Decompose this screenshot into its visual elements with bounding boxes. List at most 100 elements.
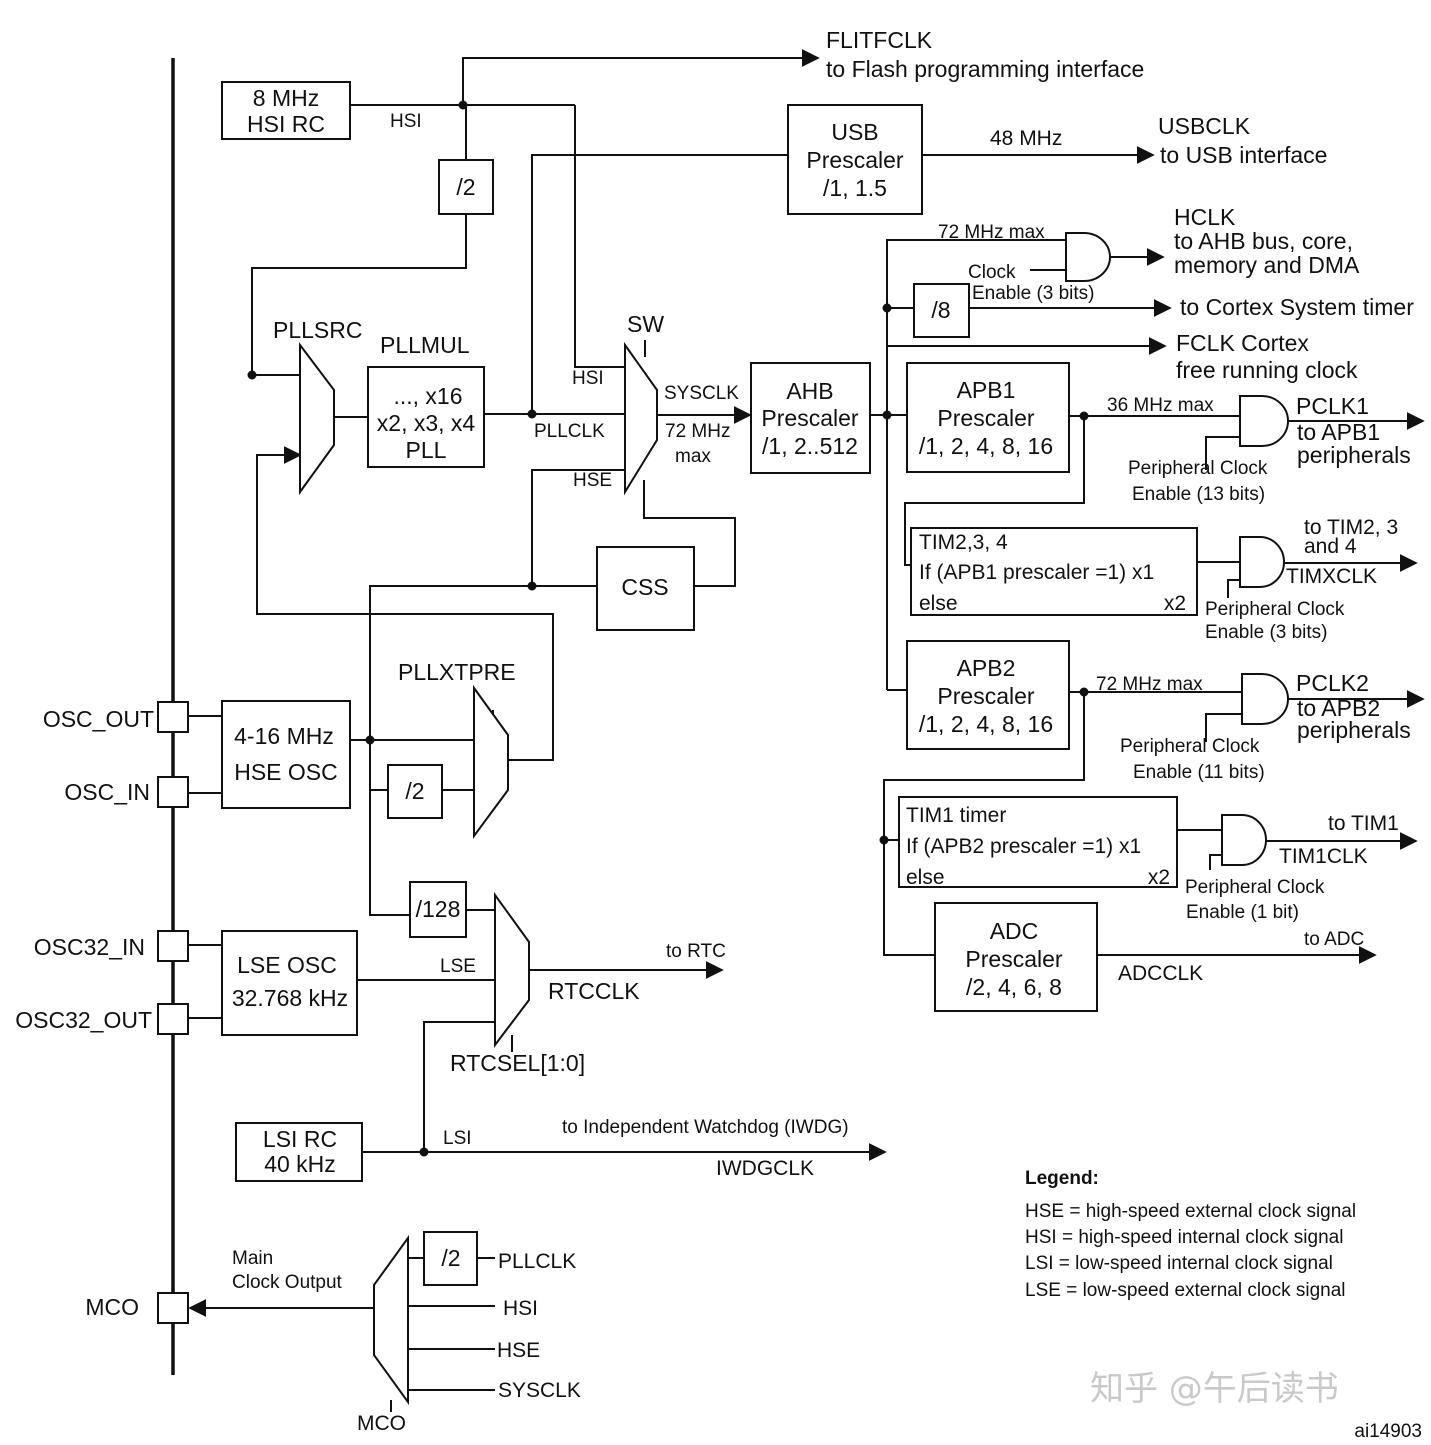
pclk1-label: PCLK1: [1296, 393, 1369, 419]
rtcclk-label: RTCCLK: [548, 978, 640, 1004]
hclk-desc1: to AHB bus, core,: [1174, 228, 1353, 254]
tim1-enable-label2: Enable (1 bit): [1186, 902, 1299, 923]
div128-label: /128: [416, 896, 461, 922]
flitfclk-label: FLITFCLK: [826, 27, 933, 53]
sw-mux: [624, 341, 658, 496]
rtcsel-label: RTCSEL[1:0]: [450, 1050, 585, 1076]
pll-line1: ..., x16: [393, 383, 462, 409]
lsi-rc-block: LSI RC 40 kHz: [235, 1122, 363, 1182]
apb1-prescaler-line1: APB1: [957, 377, 1016, 403]
tim234-line4: x2: [1164, 592, 1186, 615]
sw-hse-label: HSE: [573, 470, 612, 491]
tim1-line3: else: [906, 866, 945, 889]
mco-div2-label: /2: [441, 1245, 460, 1271]
apb1-max-label: 36 MHz max: [1107, 395, 1214, 416]
apb1-prescaler-block: APB1 Prescaler /1, 2, 4, 8, 16: [906, 362, 1070, 473]
css-block: CSS: [596, 546, 695, 631]
div128-block: /128: [409, 881, 467, 938]
hse-div2-label: /2: [405, 778, 424, 804]
apb2-prescaler-line3: /1, 2, 4, 8, 16: [919, 711, 1053, 737]
tim1-line4: x2: [1148, 866, 1170, 889]
apb1-prescaler-line3: /1, 2, 4, 8, 16: [919, 433, 1053, 459]
hse-osc-line1: 4-16 MHz: [234, 723, 334, 749]
sysclk-label: SYSCLK: [664, 383, 739, 404]
usb-prescaler-line1: USB: [831, 119, 878, 145]
pclk2-enable-label2: Enable (11 bits): [1133, 762, 1265, 783]
hsi-rc-block: 8 MHz HSI RC: [221, 81, 351, 140]
hse-osc-line2: HSE OSC: [234, 759, 338, 785]
pll-line3: PLL: [406, 437, 447, 463]
legend-item-lsi: LSI = low-speed internal clock signal: [1025, 1253, 1333, 1274]
sysclk-max-label1: 72 MHz: [665, 421, 730, 442]
wires: [171, 49, 1425, 1412]
usbclk-label: USBCLK: [1158, 113, 1251, 139]
timx-label2: and 4: [1304, 535, 1357, 558]
fclk-desc: free running clock: [1176, 357, 1358, 383]
osc-in-label: OSC_IN: [64, 779, 150, 805]
iwdgclk-label: IWDGCLK: [716, 1157, 814, 1180]
adc-prescaler-line3: /2, 4, 6, 8: [966, 974, 1062, 1000]
pllsrc-label: PLLSRC: [273, 317, 362, 343]
clock-enable-label1: Clock: [968, 262, 1016, 283]
tim1-and-gate: [1221, 814, 1267, 866]
to-adc-label: to ADC: [1304, 929, 1364, 950]
mco-pin: [157, 1292, 189, 1324]
hclk-desc2: memory and DMA: [1174, 252, 1360, 278]
hse-osc-block: 4-16 MHz HSE OSC: [221, 700, 351, 809]
pclk1-enable-label1: Peripheral Clock: [1128, 458, 1268, 479]
div8-label: /8: [931, 297, 950, 323]
apb2-prescaler-line2: Prescaler: [937, 683, 1034, 709]
hsi-div2-block: /2: [438, 159, 494, 215]
timx-and-gate: [1239, 536, 1285, 588]
tim1-block: TIM1 timer If (APB2 prescaler =1) x1 els…: [898, 796, 1178, 889]
pclk2-label: PCLK2: [1296, 670, 1369, 696]
flitfclk-desc: to Flash programming interface: [826, 56, 1144, 82]
osc-out-pin: [157, 701, 189, 733]
legend-item-hsi: HSI = high-speed internal clock signal: [1025, 1227, 1343, 1248]
tim234-line2: If (APB1 prescaler =1) x1: [919, 561, 1154, 584]
timx-label1: to TIM2, 3: [1304, 516, 1398, 539]
pllsrc-mux: [299, 342, 335, 496]
tim1-dest-label: to TIM1: [1328, 812, 1399, 835]
timx-enable-label1: Peripheral Clock: [1205, 599, 1345, 620]
timx-enable-label2: Enable (3 bits): [1205, 622, 1328, 643]
timxclk-label: TIMXCLK: [1286, 565, 1377, 588]
tim1-enable-label1: Peripheral Clock: [1185, 877, 1325, 898]
tim1-line1: TIM1 timer: [906, 804, 1006, 827]
hsi-rc-line2: HSI RC: [247, 111, 325, 137]
ahb-prescaler-line3: /1, 2..512: [762, 433, 858, 459]
mco-sysclk-label: SYSCLK: [498, 1379, 581, 1402]
osc-in-pin: [157, 776, 189, 808]
lse-osc-line1: LSE OSC: [237, 952, 337, 978]
hsi-div2-label: /2: [456, 174, 475, 200]
tim1clk-label: TIM1CLK: [1279, 845, 1368, 868]
ahb-prescaler-block: AHB Prescaler /1, 2..512: [750, 362, 871, 474]
usbclk-desc: to USB interface: [1160, 142, 1327, 168]
tim234-block: TIM2,3, 4 If (APB1 prescaler =1) x1 else…: [910, 527, 1198, 616]
pclk2-and-gate: [1241, 673, 1289, 725]
figure-id: ai14903: [1354, 1421, 1422, 1442]
pll-line2: x2, x3, x4: [377, 410, 476, 436]
fclk-label: FCLK Cortex: [1176, 330, 1309, 356]
legend-item-lse: LSE = low-speed external clock signal: [1025, 1280, 1346, 1301]
mco-hsi-label: HSI: [503, 1297, 538, 1320]
iwdg-label: to Independent Watchdog (IWDG): [562, 1117, 849, 1138]
ahb-prescaler-line1: AHB: [786, 378, 833, 404]
main-clock-output-label1: Main: [232, 1248, 273, 1269]
hclk-max-label: 72 MHz max: [938, 222, 1045, 243]
to-rtc-label: to RTC: [666, 941, 726, 962]
mco-mux-label: MCO: [357, 1412, 406, 1435]
apb2-prescaler-line1: APB2: [957, 655, 1016, 681]
main-clock-output-label2: Clock Output: [232, 1272, 343, 1293]
osc32-in-label: OSC32_IN: [34, 934, 145, 960]
lsi-line-label: LSI: [443, 1128, 472, 1149]
hclk-and-gate: [1065, 232, 1111, 282]
pclk1-enable-label2: Enable (13 bits): [1132, 484, 1265, 505]
mco-mux: [373, 1234, 409, 1406]
apb2-max-label: 72 MHz max: [1096, 674, 1203, 695]
adc-prescaler-block: ADC Prescaler /2, 4, 6, 8: [934, 902, 1098, 1012]
tim234-line1: TIM2,3, 4: [919, 531, 1008, 554]
mco-pllclk-label: PLLCLK: [498, 1250, 576, 1273]
